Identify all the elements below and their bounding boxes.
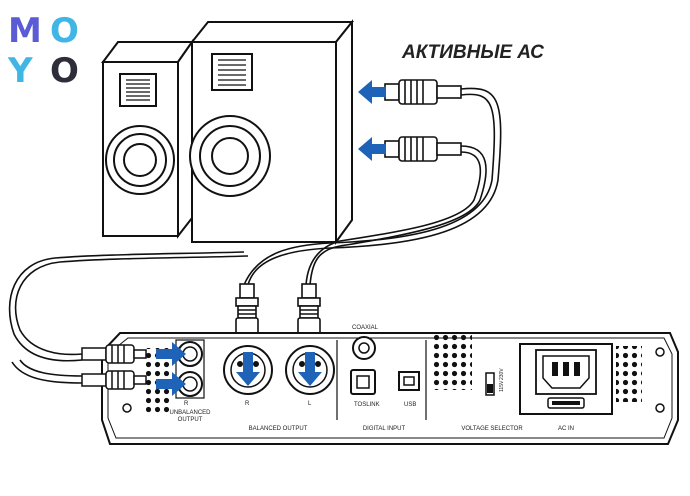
label-digital-input: DIGITAL INPUT (363, 426, 406, 432)
voltage-switch (485, 372, 495, 396)
speaker-input-arrows (358, 80, 386, 161)
label-unbalanced-r: R (184, 401, 189, 407)
label-unbalanced-output-1: UNBALANCED (169, 410, 211, 416)
arrow-right-upper (156, 342, 186, 366)
arrow-left-upper (358, 80, 386, 104)
unbalanced-arrows (156, 342, 186, 396)
ac-inlet (519, 343, 613, 415)
diagram-title: АКТИВНЫЕ АС (401, 42, 544, 63)
logo-letter-o: O (50, 11, 79, 51)
arrow-down-l (298, 352, 322, 386)
rca-plug-unbalanced-lower (81, 370, 147, 390)
cables (8, 87, 502, 384)
rear-panel: R UNBALANCED OUTPUT R L BALANCED OUTPUT … (81, 325, 679, 445)
label-voltage-230: 230V (499, 368, 505, 380)
balanced-arrows (236, 352, 322, 386)
moyo-logo: M O Y O (7, 11, 79, 91)
speaker-left (101, 38, 194, 239)
xlr-plug-left (297, 283, 321, 339)
rca-plug-lower (384, 136, 462, 162)
arrow-right-lower (156, 372, 186, 396)
label-balanced-l: L (308, 401, 312, 407)
vent-holes-right (616, 346, 642, 402)
label-toslink: TOSLINK (354, 402, 380, 408)
label-voltage-selector: VOLTAGE SELECTOR (461, 426, 523, 432)
rca-plug-upper (384, 79, 462, 105)
xlr-plug-right (235, 283, 259, 339)
label-balanced-r: R (245, 401, 250, 407)
usb-port (398, 371, 420, 391)
label-unbalanced-output-2: OUTPUT (178, 417, 203, 423)
label-voltage-115: 115V (499, 380, 505, 392)
logo-letter-y: Y (7, 51, 33, 91)
rca-plug-unbalanced-upper (81, 344, 147, 364)
coaxial-jack (352, 336, 376, 360)
logo-letter-m: M (8, 11, 42, 51)
speaker-right (189, 19, 355, 246)
label-ac-in: AC IN (558, 426, 574, 432)
label-balanced-output: BALANCED OUTPUT (249, 426, 308, 432)
arrow-down-r (236, 352, 260, 386)
toslink-port (350, 369, 376, 395)
label-usb: USB (404, 402, 416, 408)
vent-holes-center (432, 334, 472, 390)
arrow-left-lower (358, 137, 386, 161)
label-coaxial: COAXIAL (352, 325, 379, 331)
logo-letter-o-dark: O (50, 51, 79, 91)
